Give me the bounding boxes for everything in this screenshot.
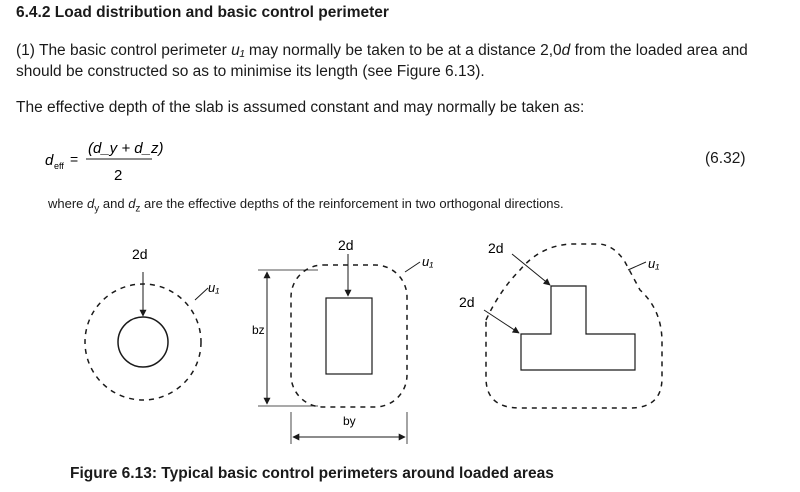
rectangular-loaded-area (325, 297, 373, 375)
equation-deff: d eff = (d_y + d_z) 2 (45, 140, 163, 184)
label-2d-t-side: 2d (459, 294, 475, 310)
circular-loaded-area (117, 316, 169, 368)
equation-denominator: 2 (114, 167, 122, 184)
figure-control-perimeters: 2d u₁ 2d u₁ bz by 2d 2d u₁ (84, 237, 663, 444)
section-heading: 6.4.2 Load distribution and basic contro… (16, 4, 389, 21)
t-shaped-column-diagram: 2d 2d u₁ (459, 240, 663, 409)
label-by: by (343, 414, 356, 428)
label-2d-circle: 2d (132, 246, 148, 262)
circular-column-diagram: 2d u₁ (84, 246, 219, 401)
t-shaped-loaded-area (520, 285, 636, 371)
rectangular-column-diagram: 2d u₁ bz by (252, 237, 433, 444)
label-u1-circle: u₁ (208, 280, 219, 295)
svg-text:=: = (70, 151, 78, 167)
svg-text:d: d (45, 152, 54, 169)
label-u1-rect: u₁ (422, 254, 433, 269)
label-bz: bz (252, 323, 265, 337)
equation-number: (6.32) (705, 150, 746, 167)
label-u1-t: u₁ (648, 256, 659, 271)
u1-symbol: u₁ (231, 42, 245, 59)
label-2d-t-top: 2d (488, 240, 504, 256)
t-shaped-control-perimeter (485, 243, 663, 409)
paragraph-effective-depth: The effective depth of the slab is assum… (16, 99, 585, 116)
where-clause: where dy and dz are the effective depths… (48, 196, 564, 215)
figure-caption: Figure 6.13: Typical basic control perim… (70, 465, 554, 482)
paragraph-control-perimeter: (1) The basic control perimeter u₁ may n… (16, 42, 748, 80)
rectangular-control-perimeter (290, 264, 408, 408)
label-2d-rect: 2d (338, 237, 354, 253)
svg-text:eff: eff (54, 161, 64, 171)
equation-numerator: (d_y + d_z) (88, 140, 163, 157)
